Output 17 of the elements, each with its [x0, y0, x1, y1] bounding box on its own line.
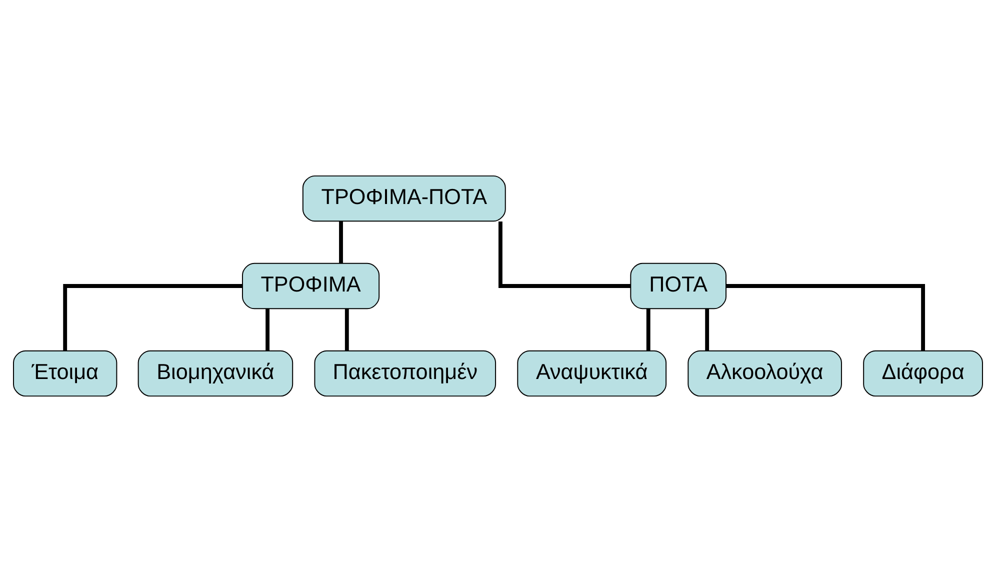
node-box: Βιομηχανικά: [138, 350, 294, 396]
node-box: ΤΡΟΦΙΜΑ-ΠΟΤΑ: [302, 174, 506, 222]
node-box: Αναψυκτικά: [517, 350, 667, 396]
node-box: ΠΟΤΑ: [630, 262, 726, 309]
node-box: Διάφορα: [863, 350, 983, 396]
connector: [705, 308, 710, 350]
connector: [63, 284, 242, 350]
node-box: Αλκοολούχα: [688, 350, 842, 396]
connector: [344, 308, 349, 350]
connector: [726, 284, 925, 350]
node-box: Πακετοποιημέν: [314, 350, 496, 396]
connector: [266, 308, 270, 350]
connector: [339, 221, 343, 263]
connector: [498, 221, 631, 288]
connector: [646, 308, 650, 350]
node-box: Έτοιμα: [13, 350, 118, 396]
node-box: ΤΡΟΦΙΜΑ: [242, 262, 380, 309]
